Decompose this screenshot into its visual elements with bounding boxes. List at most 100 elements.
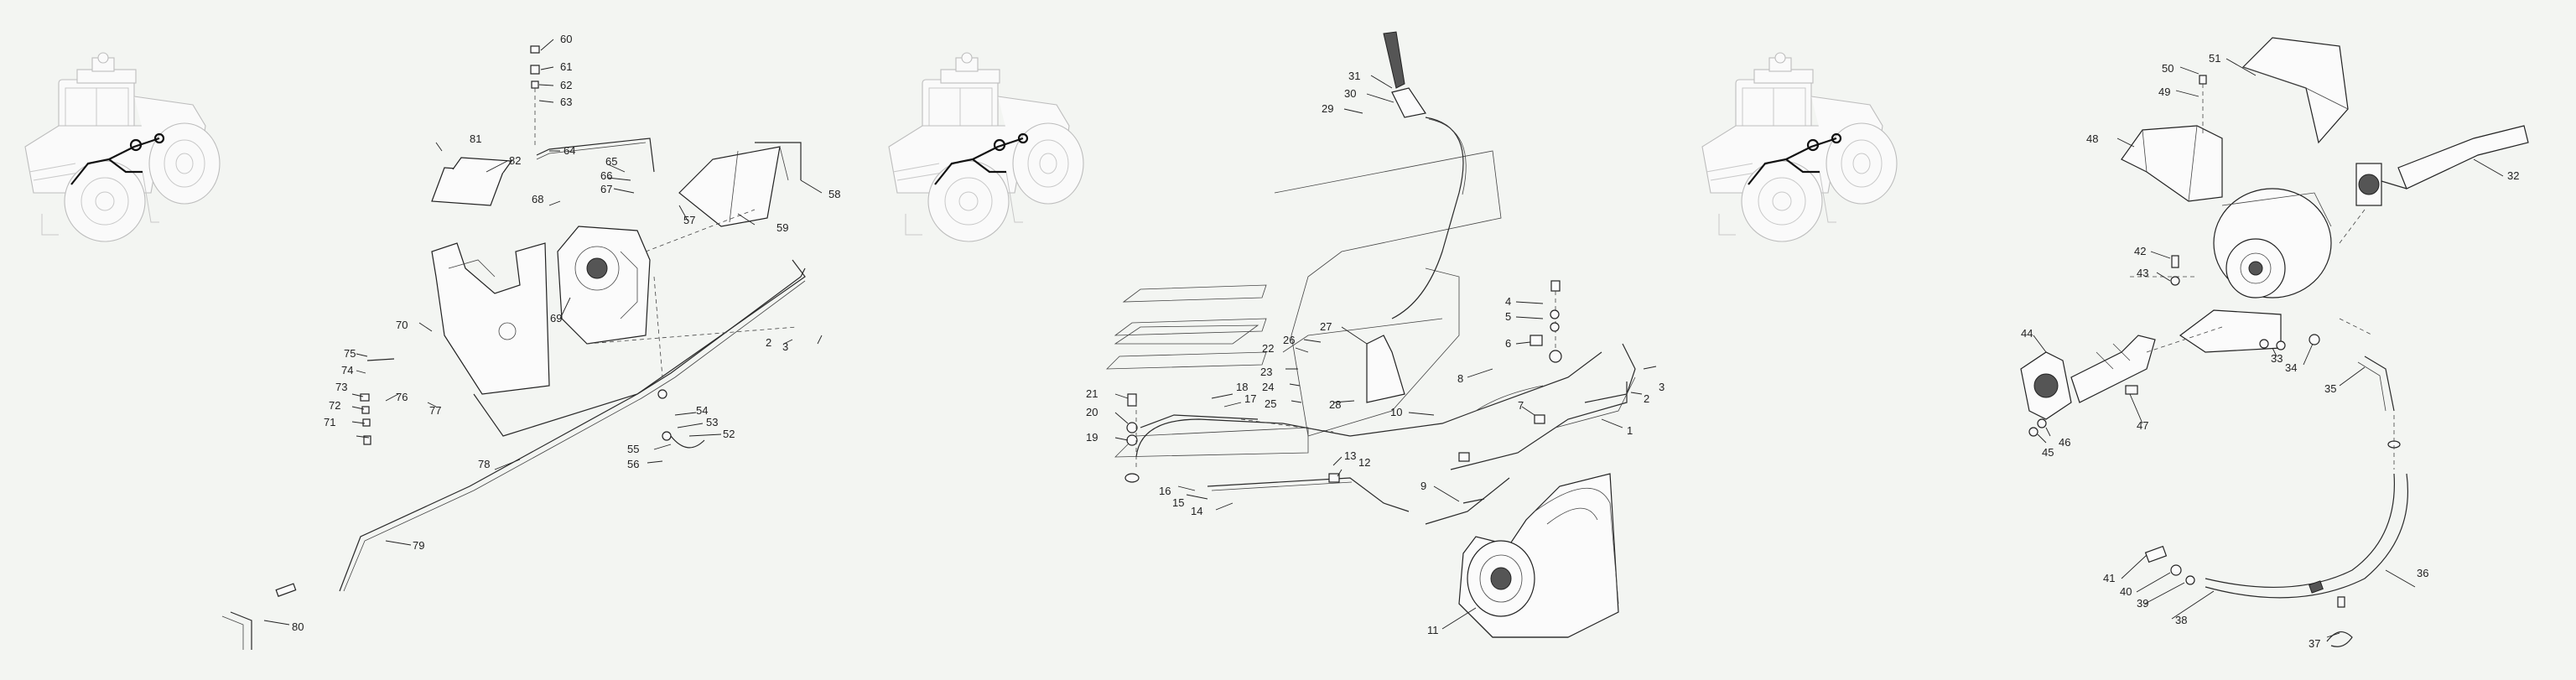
callout-77: 77	[429, 404, 441, 417]
shield-part	[678, 146, 781, 227]
shield-guard-part	[2121, 125, 2223, 202]
callout-2-left: 2	[766, 336, 771, 349]
callout-68: 68	[532, 193, 543, 205]
panel-right: 50 49 51 48 32 42 43 33 34 35 44 46 45 4…	[1701, 37, 2529, 650]
tractor-illustration	[23, 51, 221, 243]
tractor-illustration-2	[887, 51, 1085, 243]
callout-65: 65	[605, 155, 617, 168]
callout-47: 47	[2137, 419, 2148, 432]
callout-44: 44	[2021, 327, 2033, 340]
callout-48: 48	[2086, 132, 2098, 145]
callout-46: 46	[2059, 436, 2070, 449]
callout-20: 20	[1086, 406, 1098, 418]
callout-74: 74	[341, 364, 353, 376]
callout-11: 11	[1427, 624, 1439, 636]
callout-59: 59	[776, 221, 788, 234]
callout-31: 31	[1348, 70, 1360, 82]
callout-49: 49	[2158, 86, 2170, 98]
bracket-part	[431, 242, 550, 395]
callout-19: 19	[1086, 431, 1098, 444]
callout-70: 70	[396, 319, 408, 331]
callout-67: 67	[600, 183, 612, 195]
callout-79: 79	[413, 539, 424, 552]
callout-16: 16	[1159, 485, 1171, 497]
callout-17: 17	[1244, 392, 1256, 405]
callout-62: 62	[560, 79, 572, 91]
callout-32: 32	[2507, 169, 2519, 182]
callout-12: 12	[1358, 456, 1370, 469]
callout-30: 30	[1344, 87, 1356, 100]
gearbox-part	[557, 226, 651, 345]
callout-8-mid: 8	[1457, 372, 1463, 385]
callout-43: 43	[2137, 267, 2148, 279]
callout-29: 29	[1322, 102, 1333, 115]
callout-51: 51	[2209, 52, 2220, 65]
callout-45: 45	[2042, 446, 2054, 459]
callout-36: 36	[2417, 567, 2428, 579]
callout-55: 55	[627, 443, 639, 455]
callout-34: 34	[2285, 361, 2297, 374]
callout-78: 78	[478, 458, 490, 470]
callout-81: 81	[470, 132, 481, 145]
callout-10: 10	[1390, 406, 1402, 418]
callout-71: 71	[324, 416, 335, 428]
callout-24: 24	[1262, 381, 1274, 393]
panel-middle: 31 30 29 27 4 5 6 3 2 1 22 26 23 24 25 2…	[887, 31, 1665, 638]
callout-4-mid: 4	[1505, 295, 1511, 308]
callout-54: 54	[696, 404, 708, 417]
callout-66: 66	[600, 169, 612, 182]
callout-80: 80	[292, 620, 304, 633]
callout-63: 63	[560, 96, 572, 108]
callout-69: 69	[550, 312, 562, 324]
callout-53: 53	[706, 416, 718, 428]
callout-33: 33	[2271, 352, 2283, 365]
callout-64: 64	[564, 144, 575, 157]
hose-part	[2205, 473, 2409, 599]
lever-part	[1383, 31, 1405, 89]
callout-2-mid: 2	[1644, 392, 1649, 405]
tractor-illustration-3	[1701, 51, 1898, 243]
callout-75: 75	[344, 347, 356, 360]
callout-58: 58	[828, 188, 840, 200]
callout-76: 76	[396, 391, 408, 403]
callout-3-mid: 3	[1659, 381, 1665, 393]
callout-56: 56	[627, 458, 639, 470]
callout-6-mid: 6	[1505, 337, 1511, 350]
callout-28: 28	[1329, 398, 1341, 411]
callout-38: 38	[2175, 614, 2187, 626]
callout-9-mid: 9	[1420, 480, 1426, 492]
callout-7-mid: 7	[1518, 399, 1524, 412]
callout-60: 60	[560, 33, 572, 45]
callout-26: 26	[1283, 334, 1295, 346]
callout-61: 61	[560, 60, 572, 73]
callout-82: 82	[509, 154, 521, 167]
callout-42: 42	[2134, 245, 2146, 257]
callout-23: 23	[1260, 366, 1272, 378]
callout-21: 21	[1086, 387, 1098, 400]
callout-73: 73	[335, 381, 347, 393]
callout-41: 41	[2103, 572, 2115, 584]
callout-40: 40	[2120, 585, 2132, 598]
callout-52: 52	[723, 428, 735, 440]
callout-37: 37	[2309, 637, 2320, 650]
callout-5-mid: 5	[1505, 310, 1511, 323]
callout-50: 50	[2162, 62, 2174, 75]
cover-part	[431, 167, 504, 206]
callout-13: 13	[1344, 449, 1356, 462]
guard-part	[2241, 37, 2349, 144]
callout-57: 57	[683, 214, 695, 226]
callout-25: 25	[1265, 397, 1276, 410]
callout-14: 14	[1191, 505, 1202, 517]
callout-3-left: 3	[782, 340, 788, 353]
callout-39: 39	[2137, 597, 2148, 610]
callout-15: 15	[1172, 496, 1184, 509]
callout-27: 27	[1320, 320, 1332, 333]
floor-panel	[1106, 351, 1267, 370]
callout-1-mid: 1	[1627, 424, 1633, 437]
callout-72: 72	[329, 399, 340, 412]
callout-18: 18	[1236, 381, 1248, 393]
panel-left: 60 61 62 63 64 65 66 67 68 81 82 57 58 5…	[23, 33, 840, 650]
callout-35: 35	[2324, 382, 2336, 395]
